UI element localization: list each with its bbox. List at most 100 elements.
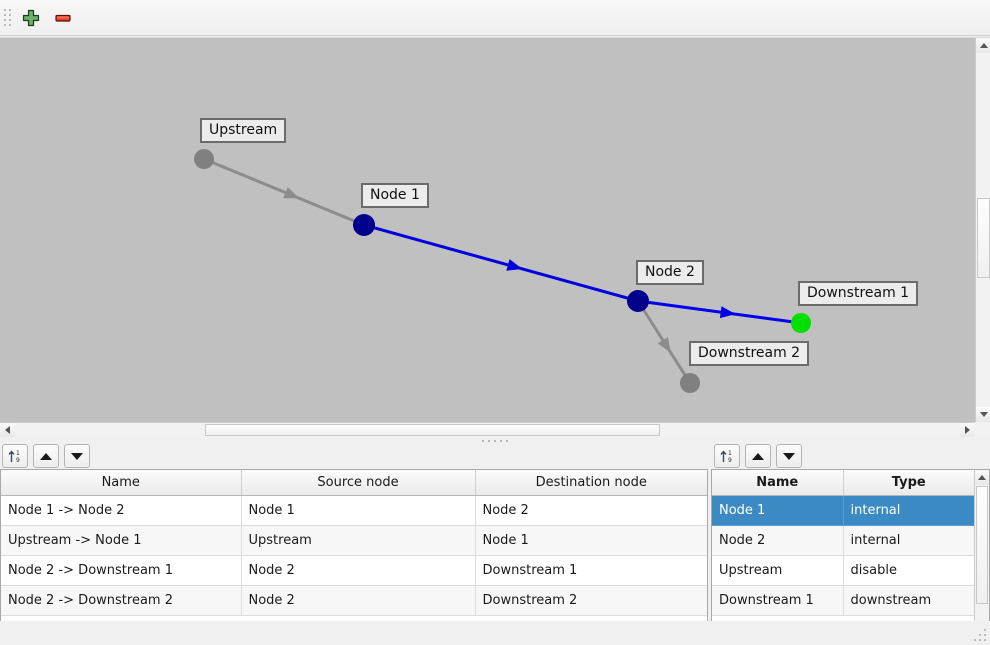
plus-icon [22, 9, 40, 26]
link-name: Node 2 -> Downstream 2 [1, 585, 242, 616]
links-toolbar: 1 9 [0, 443, 708, 469]
links-col-name[interactable]: Name [1, 470, 242, 496]
link-name: Upstream -> Node 1 [1, 525, 242, 556]
node-name: Downstream 1 [712, 585, 844, 616]
chevron-up-icon [979, 43, 988, 48]
node-name: Upstream [712, 555, 844, 586]
node-type: internal [843, 495, 974, 526]
chevron-up-icon [978, 475, 986, 480]
nodes-sort-button[interactable]: 1 9 [714, 444, 740, 468]
link-source: Upstream [241, 525, 476, 556]
svg-text:9: 9 [16, 457, 20, 464]
links-panel: 1 9 Name Source node Destination node No… [0, 443, 708, 642]
triangle-up-icon [40, 452, 52, 460]
sort-icon: 1 9 [8, 450, 20, 464]
graph-node-label-upstream[interactable]: Upstream [200, 118, 287, 143]
graph-node-upstream[interactable] [194, 149, 214, 169]
canvas-vscroll-thumb[interactable] [977, 198, 990, 278]
svg-text:1: 1 [16, 450, 20, 457]
graph-edge-node1-node2[interactable] [363, 223, 639, 303]
link-source: Node 1 [241, 495, 476, 526]
link-name: Node 2 -> Downstream 1 [1, 555, 242, 586]
nodes-vertical-scrollbar[interactable] [974, 470, 989, 641]
nodes-col-name[interactable]: Name [712, 470, 844, 496]
sort-icon: 1 9 [720, 450, 732, 464]
graph-edge-arrow-upstream-node1 [283, 187, 300, 199]
link-destination: Node 2 [475, 495, 707, 526]
node-name: Node 2 [712, 525, 844, 556]
graph-node-downstream1[interactable] [791, 313, 811, 333]
window-resize-grip[interactable] [974, 629, 987, 642]
toolbar-drag-handle[interactable] [3, 8, 13, 28]
links-table-header-row: Name Source node Destination node [1, 470, 707, 496]
links-col-destination[interactable]: Destination node [475, 470, 707, 496]
links-move-up-button[interactable] [33, 444, 59, 468]
horizontal-splitter[interactable] [0, 437, 990, 445]
graph-edge-node2-downstream1[interactable] [637, 299, 802, 325]
chevron-left-icon [5, 426, 10, 434]
nodes-vscroll-thumb[interactable] [976, 486, 988, 604]
graph-edge-arrow-node1-node2 [506, 259, 523, 271]
nodes-table-header-row: Name Type [712, 470, 974, 496]
scroll-left-button[interactable] [0, 423, 15, 437]
graph-node-node2[interactable] [627, 290, 649, 312]
graph-drawing[interactable] [0, 38, 975, 422]
graph-node-node1[interactable] [353, 214, 375, 236]
scrollbar-corner [975, 422, 990, 437]
triangle-down-icon [71, 452, 83, 460]
remove-button[interactable] [49, 4, 77, 32]
links-sort-button[interactable]: 1 9 [2, 444, 28, 468]
status-bar [0, 621, 990, 645]
graph-node-label-downstream2[interactable]: Downstream 2 [689, 341, 810, 366]
graph-edge-arrow-node2-downstream1 [719, 306, 736, 319]
link-source: Node 2 [241, 555, 476, 586]
links-table-container[interactable]: Name Source node Destination node Node 1… [0, 469, 708, 642]
graph-node-label-node2[interactable]: Node 2 [636, 260, 704, 285]
nodes-toolbar: 1 9 [711, 443, 990, 469]
add-button[interactable] [17, 4, 45, 32]
scroll-down-button[interactable] [976, 407, 990, 422]
triangle-up-icon [752, 452, 764, 460]
node-type: downstream [843, 585, 974, 616]
triangle-down-icon [783, 452, 795, 460]
scroll-right-button[interactable] [960, 423, 975, 437]
main-toolbar [0, 0, 990, 36]
nodes-move-down-button[interactable] [776, 444, 802, 468]
links-move-down-button[interactable] [64, 444, 90, 468]
nodes-scroll-up-button[interactable] [975, 470, 989, 485]
minus-icon [55, 14, 71, 22]
graph-node-downstream2[interactable] [680, 373, 700, 393]
graph-edge-arrow-node2-downstream2 [657, 336, 671, 353]
canvas-vertical-scrollbar[interactable] [975, 38, 990, 422]
node-type: disable [843, 555, 974, 586]
links-col-source[interactable]: Source node [241, 470, 476, 496]
canvas-hscroll-thumb[interactable] [205, 424, 660, 436]
chevron-right-icon [965, 426, 970, 434]
link-name: Node 1 -> Node 2 [1, 495, 242, 526]
link-destination: Downstream 1 [475, 555, 707, 586]
canvas-horizontal-scrollbar[interactable] [0, 422, 975, 437]
links-table: Name Source node Destination node Node 1… [1, 470, 707, 616]
chevron-down-icon [979, 412, 988, 417]
graph-node-label-node1[interactable]: Node 1 [361, 183, 429, 208]
scroll-up-button[interactable] [976, 38, 990, 53]
nodes-move-up-button[interactable] [745, 444, 771, 468]
link-destination: Downstream 2 [475, 585, 707, 616]
graph-node-label-downstream1[interactable]: Downstream 1 [798, 281, 919, 306]
graph-edge-upstream-node1[interactable] [203, 157, 365, 227]
node-type: internal [843, 525, 974, 556]
nodes-col-type[interactable]: Type [843, 470, 974, 496]
svg-text:1: 1 [728, 450, 732, 457]
